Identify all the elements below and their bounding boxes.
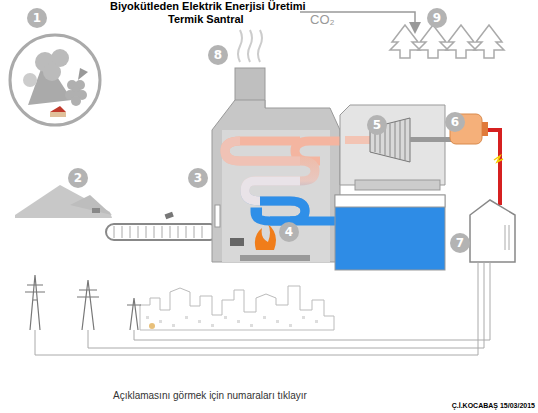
window xyxy=(159,320,162,323)
callout-number: 3 xyxy=(188,168,208,188)
callout-number: 7 xyxy=(450,233,470,253)
window xyxy=(276,320,279,323)
callout-number: 8 xyxy=(208,45,228,65)
turbine-blade xyxy=(390,124,391,157)
window xyxy=(172,324,175,327)
callout-text: 4 xyxy=(285,225,293,239)
callout-number: 9 xyxy=(427,8,447,28)
watermark: Ç.İ.KOCABAŞ 15/03/2015 xyxy=(452,402,535,409)
window xyxy=(237,320,240,323)
window xyxy=(146,316,149,319)
window xyxy=(198,320,201,323)
callout-text: 7 xyxy=(456,236,464,250)
window xyxy=(211,324,214,327)
callout-number: 6 xyxy=(445,112,465,132)
callout-number: 5 xyxy=(367,115,387,135)
turbine-blade xyxy=(400,121,401,160)
window xyxy=(224,316,227,319)
belt-stroke xyxy=(178,226,179,238)
callout-text: 2 xyxy=(74,171,82,185)
caption: Açıklamasını görmek için numaraları tıkl… xyxy=(113,390,307,401)
turbine-blade xyxy=(405,119,406,161)
belt-stroke xyxy=(114,226,115,238)
window xyxy=(315,320,318,323)
co2-label: CO₂ xyxy=(310,12,335,27)
window xyxy=(302,316,305,319)
window xyxy=(289,324,292,327)
callout-text: 5 xyxy=(373,118,381,132)
belt-stroke xyxy=(130,226,131,238)
callout-text: 3 xyxy=(194,171,202,185)
title: Biyokütleden Elektrik Enerjisi Üretimi xyxy=(110,0,306,12)
callout-text: 8 xyxy=(214,48,222,62)
belt-stroke xyxy=(186,226,187,238)
belt-stroke xyxy=(170,226,171,238)
callout-text: 6 xyxy=(451,115,459,129)
callout-text: 9 xyxy=(433,11,441,25)
callout-text: 1 xyxy=(33,11,41,25)
callout-number: 4 xyxy=(279,222,299,242)
window xyxy=(250,324,253,327)
belt-stroke xyxy=(202,226,203,238)
window xyxy=(263,316,266,319)
window xyxy=(185,316,188,319)
belt-stroke xyxy=(146,226,147,238)
belt-stroke xyxy=(154,226,155,238)
belt-stroke xyxy=(162,226,163,238)
callout-number: 2 xyxy=(68,168,88,188)
belt-stroke xyxy=(194,226,195,238)
turbine-blade xyxy=(395,122,396,158)
belt-stroke xyxy=(138,226,139,238)
belt-stroke xyxy=(122,226,123,238)
subtitle: Termik Santral xyxy=(168,13,244,25)
callout-number: 1 xyxy=(27,8,47,28)
